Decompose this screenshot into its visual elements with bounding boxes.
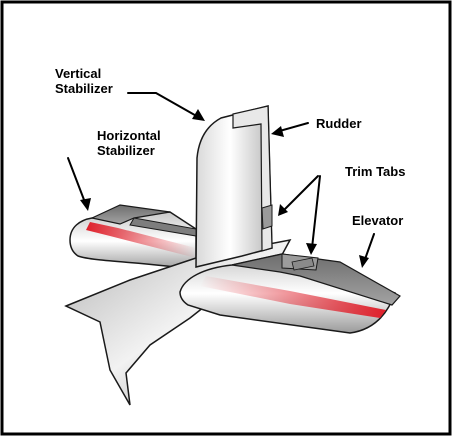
- vertical-stabilizer-label-line2: Stabilizer: [55, 81, 113, 96]
- trim-tab-rudder-leader: [281, 175, 319, 213]
- rudder-trim-tab: [261, 204, 273, 230]
- left-horizontal-stabilizer: [69, 204, 197, 271]
- trim-tab-elevator-leader: [311, 175, 321, 249]
- right-elevator: [231, 253, 401, 306]
- vertical-stabilizer-leader: [127, 92, 201, 119]
- vertical-stabilizer-label: Vertical Stabilizer: [55, 66, 113, 96]
- left-elevator: [90, 204, 171, 225]
- elevator-label: Elevator: [352, 213, 404, 228]
- horizontal-stabilizer-leader: [67, 157, 87, 206]
- vertical-stabilizer-group: [195, 105, 273, 268]
- left-stabilizer-stripe: [86, 222, 196, 258]
- vertical-stabilizer-label-line1: Vertical: [55, 66, 102, 81]
- horizontal-stabilizer-label: Horizontal Stabilizer: [97, 128, 161, 158]
- right-stabilizer-stripe: [200, 276, 386, 318]
- leader-arrowheads: [80, 109, 369, 268]
- horizontal-stabilizer-label-line1: Horizontal: [97, 128, 161, 143]
- right-horizontal-stabilizer: [179, 253, 401, 334]
- horizontal-stabilizer-label-line2: Stabilizer: [97, 143, 155, 158]
- rudder-label: Rudder: [316, 116, 362, 131]
- trim-tabs-label: Trim Tabs: [345, 164, 406, 179]
